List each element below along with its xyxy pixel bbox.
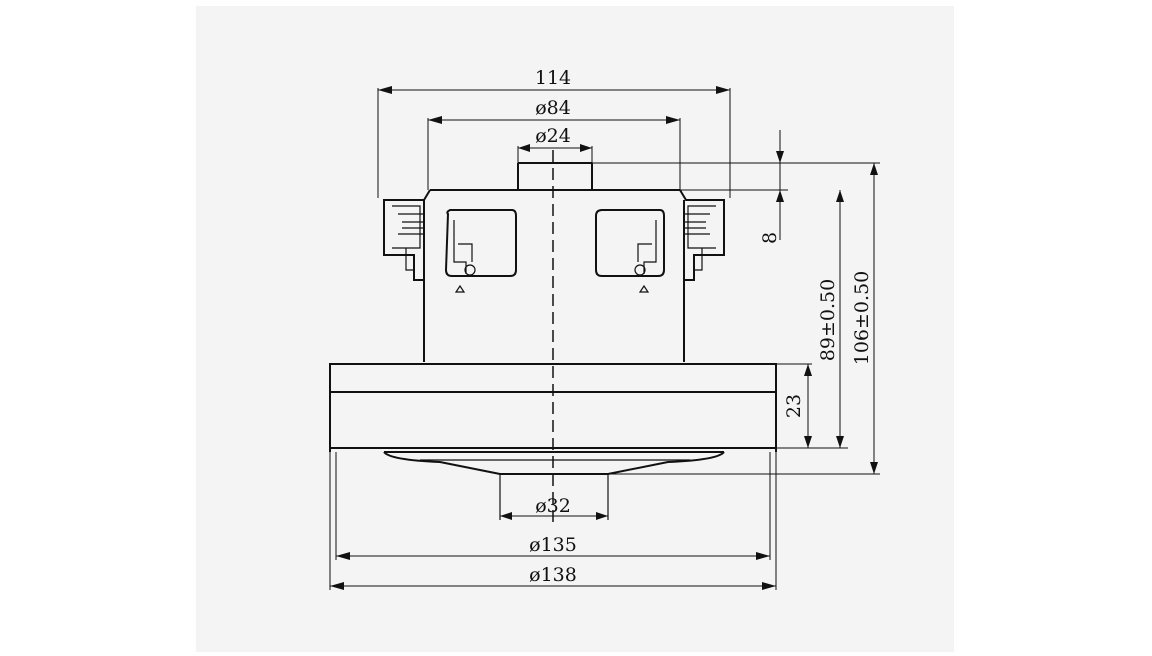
dim-label-135: ø135 [529, 534, 577, 556]
dim-label-106: 106±0.50 [851, 271, 873, 366]
drawing-background [196, 6, 954, 652]
dim-label-138: ø138 [529, 564, 577, 586]
dimension-lines [329, 86, 880, 590]
dim-label-89: 89±0.50 [817, 279, 839, 361]
dim-label-84: ø84 [535, 97, 571, 119]
dim-label-23: 23 [783, 394, 805, 418]
dim-label-32: ø32 [535, 495, 571, 517]
motor-outline [329, 150, 777, 528]
dim-label-24: ø24 [535, 125, 571, 147]
dim-label-114: 114 [535, 67, 571, 89]
dim-label-8: 8 [759, 232, 781, 244]
dimension-labels: 114 ø84 ø24 8 89±0.50 106±0.50 23 ø32 ø1… [529, 67, 873, 586]
